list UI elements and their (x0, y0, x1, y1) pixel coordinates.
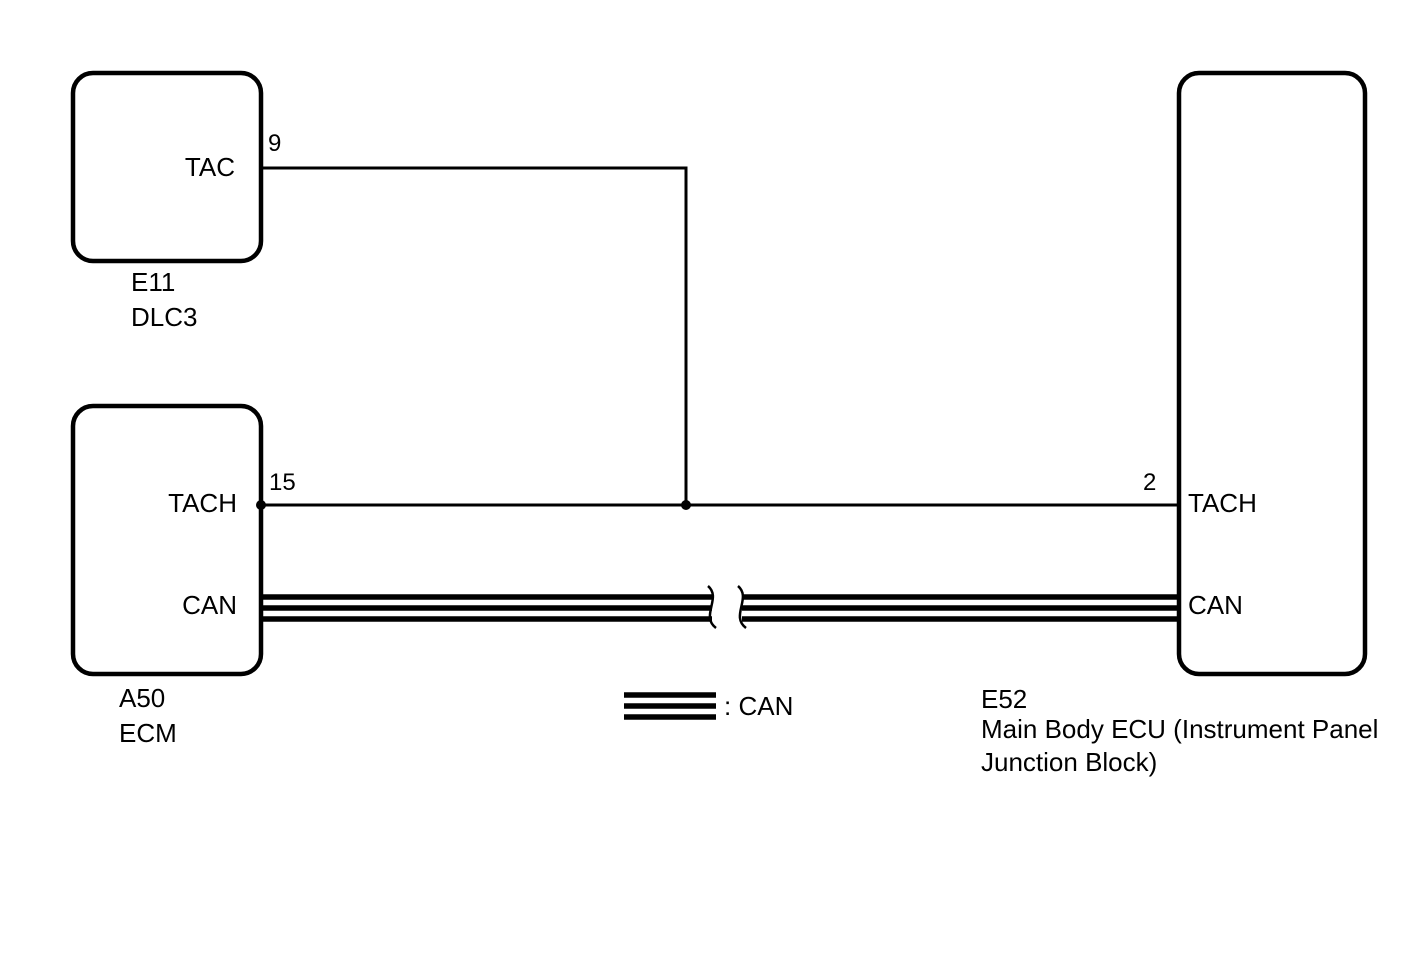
dlc3-component-name: DLC3 (131, 302, 197, 332)
tach-junction-dot (681, 500, 691, 510)
ecm-tach-terminal-dot (256, 500, 266, 510)
can-break-left-mark (707, 585, 717, 629)
ecm-connector-code: A50 (119, 683, 165, 713)
main-body-ecu-component: TACH 2 CAN E52 Main Body ECU (Instrument… (981, 70, 1378, 777)
can-bus-right-segment (742, 594, 1179, 622)
dlc3-component: TAC 9 E11 DLC3 (70, 70, 281, 332)
main-body-ecu-tach-label: TACH (1188, 488, 1257, 518)
main-body-ecu-can-label: CAN (1188, 590, 1243, 620)
ecm-component: TACH 15 CAN A50 ECM (70, 403, 296, 748)
ecm-can-label: CAN (182, 590, 237, 620)
main-body-ecu-box (1176, 70, 1368, 677)
ecm-tach-pin-number: 15 (269, 469, 296, 496)
can-break-right-mark (737, 585, 747, 629)
tac-wire (261, 166, 688, 505)
legend-can-symbol (624, 692, 716, 720)
main-body-ecu-name-line1: Main Body ECU (Instrument Panel (981, 714, 1378, 744)
legend-can-label: : CAN (724, 691, 793, 721)
main-body-ecu-tach-pin-number: 2 (1143, 469, 1156, 496)
dlc3-pin-number: 9 (268, 130, 281, 157)
main-body-ecu-name-line2: Junction Block) (981, 747, 1157, 777)
main-body-ecu-connector-code: E52 (981, 684, 1027, 714)
ecm-component-name: ECM (119, 718, 177, 748)
dlc3-terminal-label: TAC (185, 152, 235, 182)
ecm-tach-label: TACH (168, 488, 237, 518)
dlc3-connector-code: E11 (131, 267, 175, 297)
ecm-box (70, 403, 264, 677)
wires (256, 166, 1179, 629)
can-bus-left-segment (261, 594, 712, 622)
legend: : CAN (624, 691, 793, 721)
